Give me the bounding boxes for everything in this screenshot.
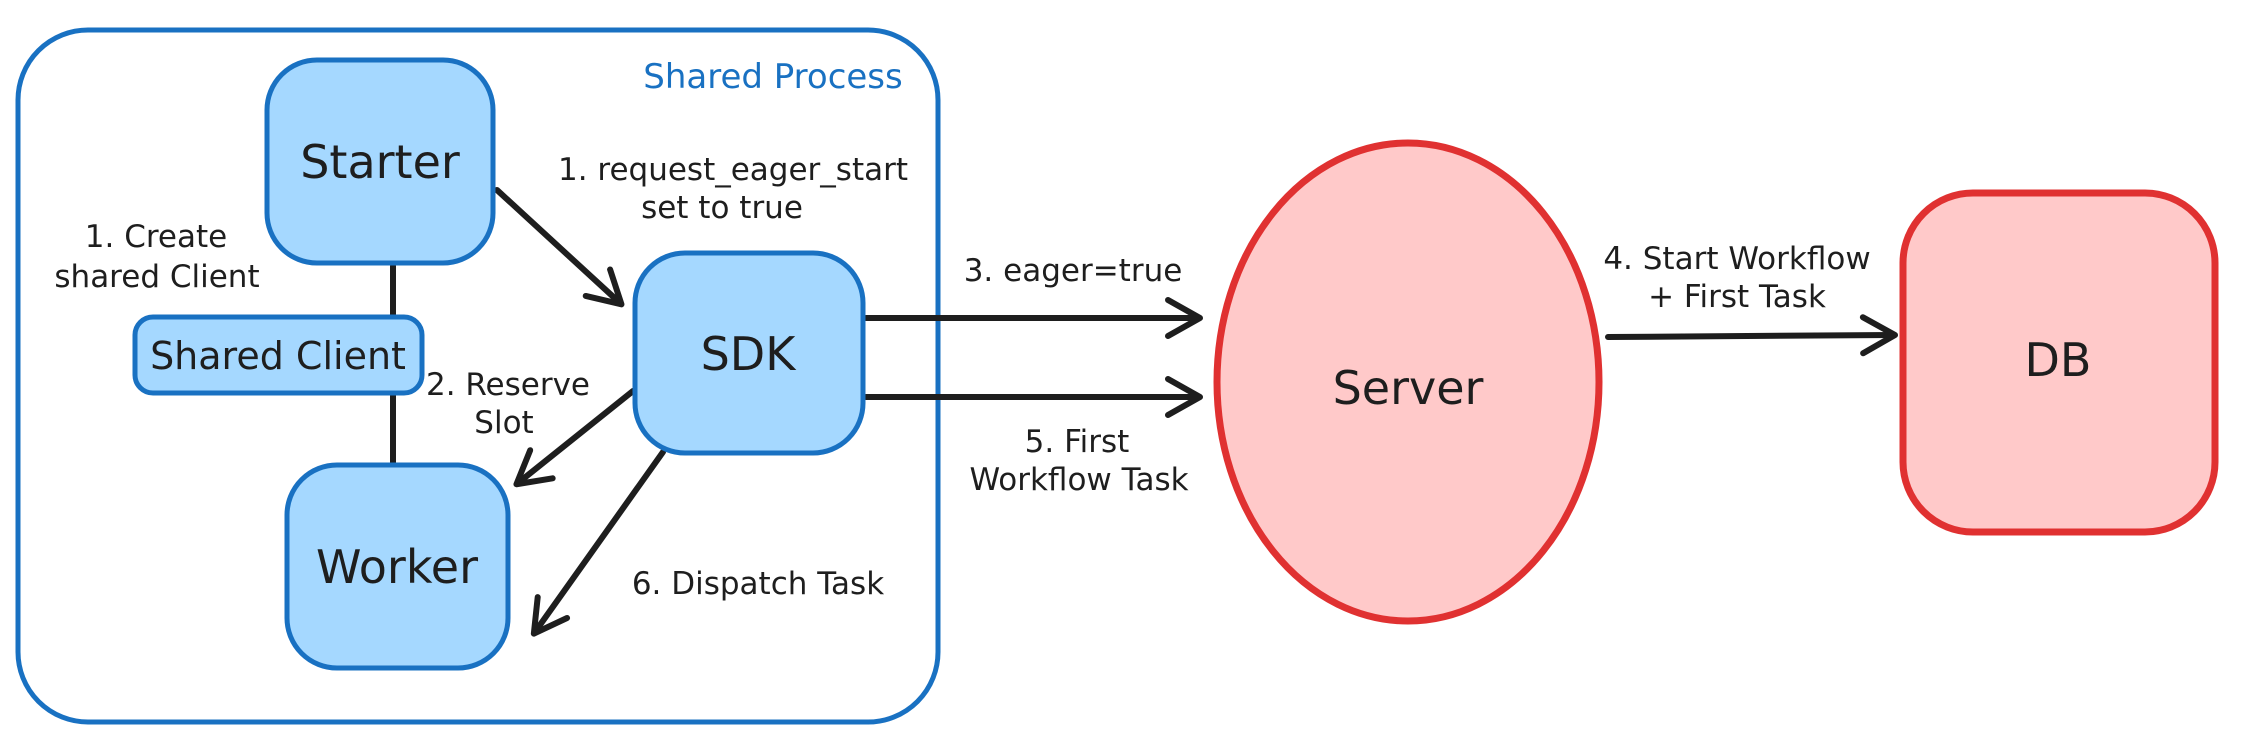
worker-label: Worker	[316, 540, 478, 594]
annotation-request-eager-start: 1. request_eager_start set to true	[558, 152, 908, 226]
annotation-create-shared-client-line1: 1. Create	[85, 219, 227, 255]
sdk-node: SDK	[632, 250, 866, 456]
shared-client-box	[132, 314, 425, 396]
arrow-sdk-to-worker-dispatch-task	[530, 449, 666, 637]
arrow-server-to-db	[1605, 314, 1898, 357]
annotation-start-workflow-line1: 4. Start Workflow	[1603, 241, 1870, 277]
server-node: Server	[1213, 139, 1603, 625]
annotation-reserve-slot-line1: 2. Reserve	[426, 367, 590, 403]
shared-client-label: Shared Client	[150, 334, 406, 378]
annotation-start-workflow-line2: + First Task	[1648, 279, 1826, 315]
annotation-first-workflow-task-line2: Workflow Task	[969, 462, 1188, 498]
server-circle	[1213, 139, 1603, 625]
annotation-request-eager-start-line2: set to true	[641, 190, 803, 226]
db-box	[1899, 189, 2219, 536]
shared-client-node: Shared Client	[132, 314, 425, 396]
annotation-first-workflow-task-line1: 5. First	[1025, 424, 1130, 460]
shared-process-label: Shared Process	[643, 57, 902, 97]
annotation-eager-true: 3. eager=true	[964, 253, 1183, 289]
shared-process-container	[15, 27, 941, 725]
annotation-dispatch-task: 6. Dispatch Task	[632, 566, 884, 602]
worker-node: Worker	[284, 462, 511, 671]
starter-node: Starter	[264, 57, 496, 266]
sdk-label: SDK	[701, 327, 798, 381]
sdk-box	[632, 250, 866, 456]
annotation-create-shared-client-line2: shared Client	[54, 259, 259, 295]
arrow-starter-to-sdk	[494, 187, 625, 308]
annotation-start-workflow: 4. Start Workflow + First Task	[1603, 241, 1870, 315]
annotation-request-eager-start-line1: 1. request_eager_start	[558, 152, 908, 188]
db-node: DB	[1899, 189, 2219, 536]
db-label: DB	[2025, 333, 2092, 387]
starter-box	[264, 57, 496, 266]
server-label: Server	[1333, 361, 1484, 415]
worker-box	[284, 462, 511, 671]
annotation-first-workflow-task: 5. First Workflow Task	[969, 424, 1188, 498]
annotation-create-shared-client: 1. Create shared Client	[54, 219, 259, 295]
annotation-reserve-slot: 2. Reserve Slot	[426, 367, 590, 441]
arrow-sdk-to-worker-reserve-slot	[513, 388, 636, 488]
starter-label: Starter	[300, 135, 460, 189]
annotation-reserve-slot-line2: Slot	[474, 405, 533, 441]
